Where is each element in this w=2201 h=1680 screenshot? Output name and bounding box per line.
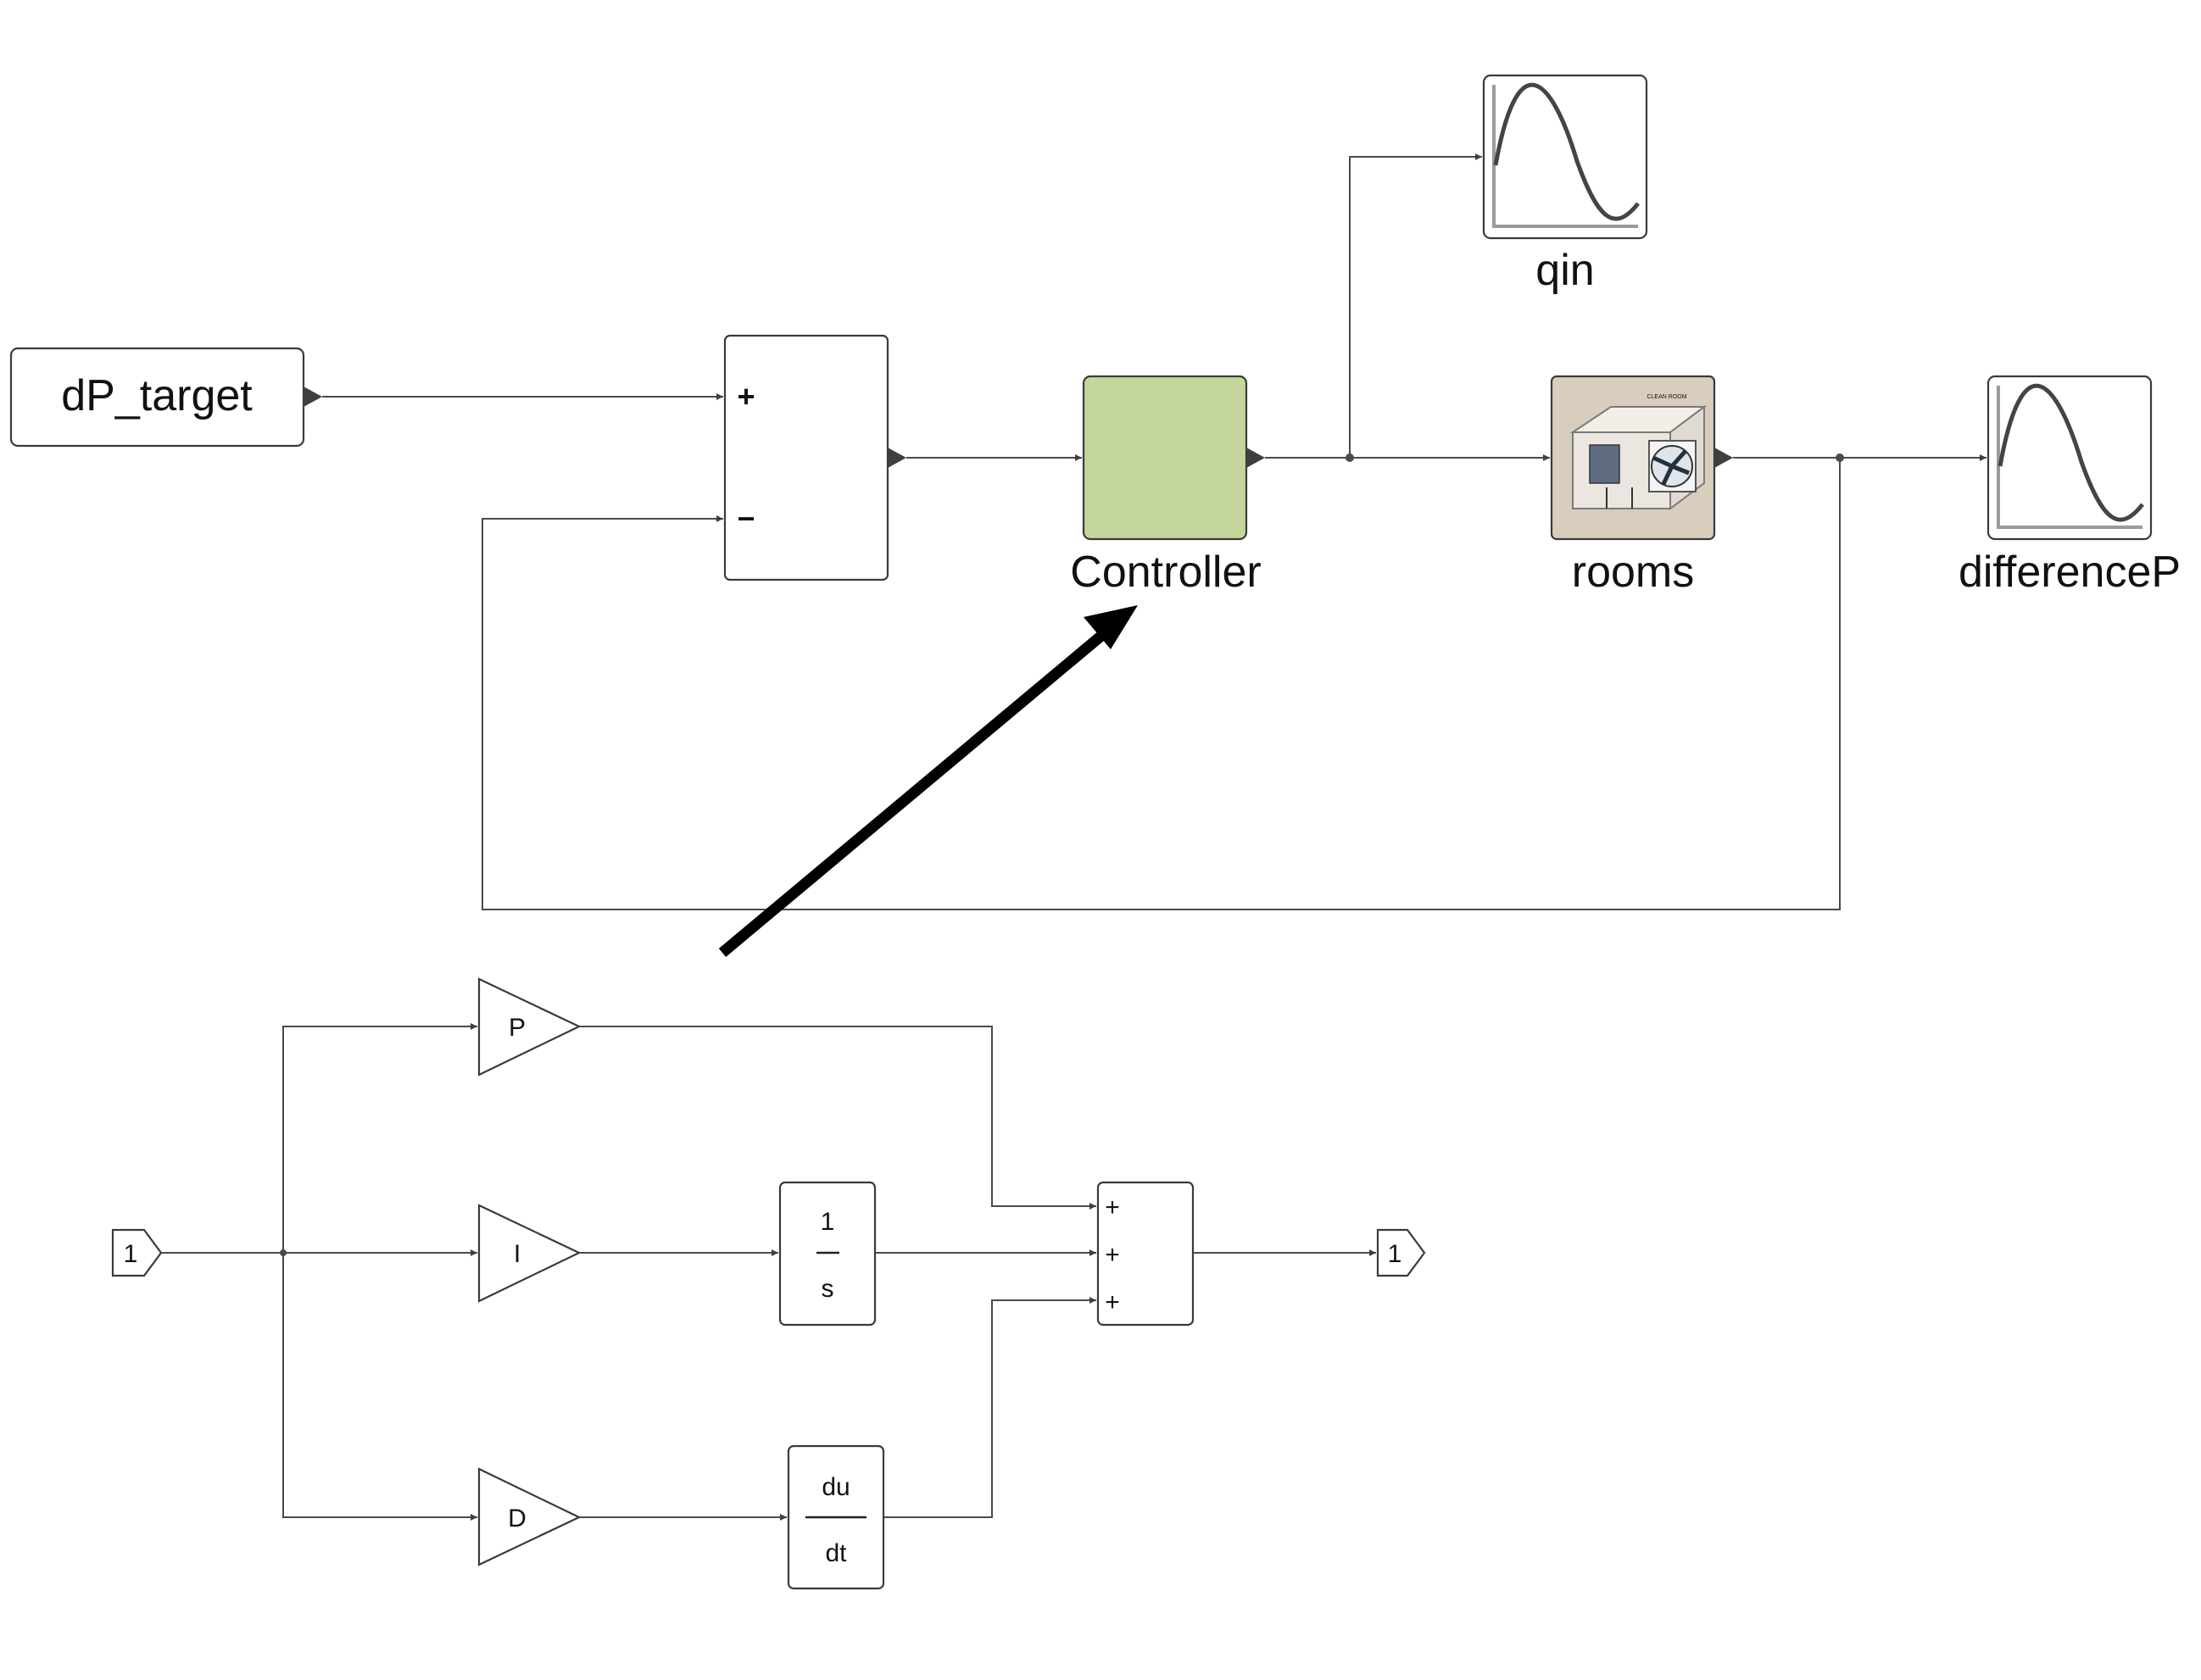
branch-point: [1836, 453, 1844, 462]
qin-label: qin: [1535, 246, 1594, 295]
rooms-output-port[interactable]: [1714, 448, 1733, 468]
sum-output-port[interactable]: [888, 448, 906, 468]
gain-d-block[interactable]: D: [477, 1467, 582, 1566]
wire-in-to-d[interactable]: [282, 1253, 477, 1521]
controller-block[interactable]: Controller: [1070, 375, 1265, 597]
gain-i-label: I: [514, 1240, 521, 1268]
wire-branch-to-qin[interactable]: [1349, 153, 1482, 458]
gain-i-block[interactable]: I: [477, 1204, 582, 1303]
pid-sum-sign-1: +: [1105, 1193, 1120, 1221]
derivative-denominator: dt: [825, 1539, 847, 1567]
gain-d-label: D: [508, 1505, 527, 1533]
inport-1[interactable]: 1: [111, 1228, 163, 1277]
controller-body[interactable]: [1082, 375, 1248, 541]
scope-waveform-icon: [1492, 82, 1640, 228]
wire-p-to-sum[interactable]: [579, 1026, 1096, 1210]
controller-output-port[interactable]: [1246, 448, 1265, 468]
inport-label: 1: [124, 1240, 138, 1268]
dp-target-block[interactable]: dP_target: [9, 347, 322, 448]
scope-waveform-icon: [1997, 383, 2144, 529]
pid-sum-block[interactable]: + + +: [1096, 1181, 1195, 1327]
controller-label: Controller: [1070, 548, 1261, 597]
clean-room-caption: CLEAN ROOM: [1647, 394, 1686, 400]
pid-sum-sign-2: +: [1105, 1241, 1120, 1269]
dp-target-output-port[interactable]: [304, 387, 322, 407]
rooms-label: rooms: [1572, 548, 1694, 597]
outport-1[interactable]: 1: [1376, 1228, 1426, 1277]
integrator-block[interactable]: 1 s: [778, 1181, 877, 1327]
rooms-block[interactable]: CLEAN ROOM rooms: [1550, 375, 1733, 597]
sum-sign-plus: +: [737, 379, 755, 414]
sum-sign-minus: −: [737, 501, 755, 536]
top-signal-lines: [322, 153, 1986, 910]
branch-point: [280, 1249, 287, 1256]
wire-in-to-p[interactable]: [282, 1023, 477, 1253]
outport-label: 1: [1388, 1240, 1402, 1268]
qin-scope-block[interactable]: qin: [1482, 74, 1648, 295]
derivative-numerator: du: [822, 1473, 850, 1501]
clean-room-illustration-icon: CLEAN ROOM: [1569, 394, 1707, 510]
differencep-label: differenceP: [1959, 548, 2181, 597]
branch-point: [1346, 453, 1354, 462]
wire-feedback[interactable]: [482, 458, 1841, 910]
sum-block[interactable]: + −: [723, 334, 906, 581]
gain-p-block[interactable]: P: [477, 977, 582, 1076]
differencep-scope-block[interactable]: differenceP: [1959, 375, 2181, 597]
integrator-numerator: 1: [821, 1208, 835, 1236]
pid-signal-lines: [161, 1023, 1376, 1521]
integrator-denominator: s: [822, 1275, 834, 1303]
dp-target-label: dP_target: [61, 371, 253, 420]
zoom-pointer-arrow: [718, 605, 1138, 957]
wire-derivative-to-sum[interactable]: [883, 1297, 1096, 1518]
pid-sum-sign-3: +: [1105, 1288, 1120, 1316]
gain-p-label: P: [509, 1014, 526, 1042]
derivative-block[interactable]: du dt: [787, 1444, 885, 1590]
